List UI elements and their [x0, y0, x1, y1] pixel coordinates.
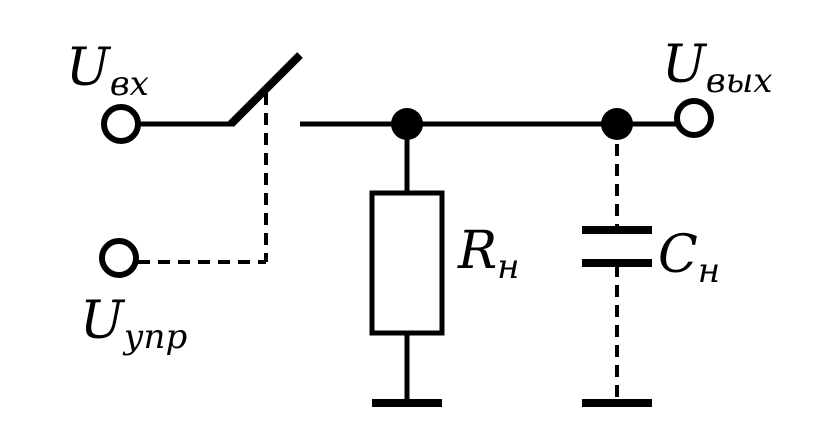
output-voltage-label: Uвых: [662, 35, 772, 101]
load-resistor: [369, 190, 445, 336]
control-voltage-label: Uупр: [80, 291, 187, 357]
output-terminal: [674, 98, 714, 138]
load-capacitor-label: Cн: [658, 225, 720, 291]
control-terminal: [99, 238, 139, 278]
input-terminal: [101, 104, 141, 144]
switch-blade: [228, 52, 303, 127]
input-voltage-label: Uвх: [66, 38, 149, 104]
load-resistor-label: Rн: [457, 221, 520, 287]
